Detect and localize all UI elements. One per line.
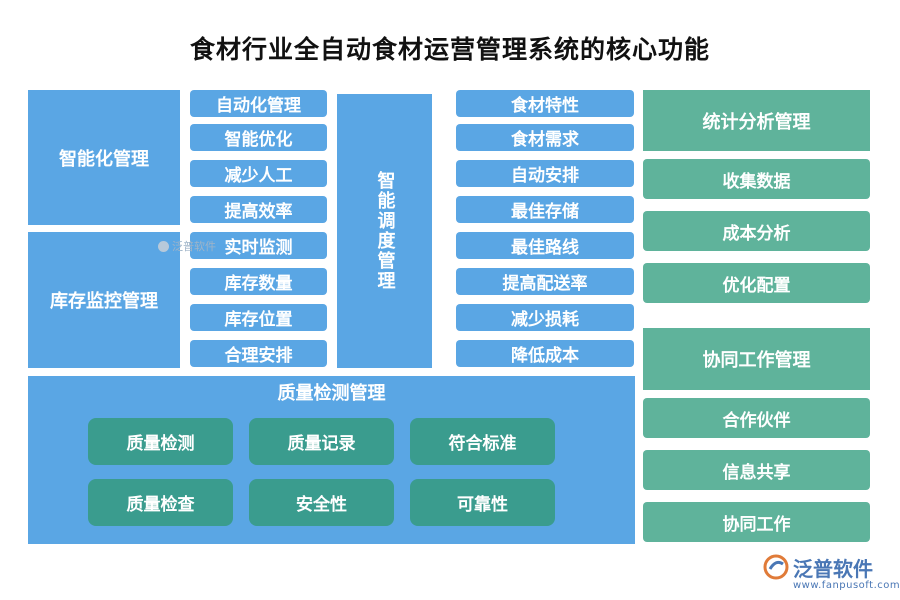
center-item: 自动安排 [456,160,634,187]
section-head-statistics: 统计分析管理 [643,90,870,151]
brand-logo: 泛普软件 www.fanpusoft.com [763,551,900,595]
left-item: 提高效率 [190,196,327,223]
left-item: 自动化管理 [190,90,327,117]
center-item: 最佳存储 [456,196,634,223]
quality-item: 安全性 [249,479,394,526]
quality-item: 质量检测 [88,418,233,465]
group-smart-scheduling: 智能调度管理 [337,94,432,368]
left-item: 库存位置 [190,304,327,331]
quality-item: 可靠性 [410,479,555,526]
right-item: 信息共享 [643,450,870,490]
left-item: 实时监测 [190,232,327,259]
left-item: 库存数量 [190,268,327,295]
group-inventory-monitoring: 库存监控管理 [28,232,180,368]
right-item: 协同工作 [643,502,870,542]
center-item: 降低成本 [456,340,634,367]
watermark: 泛普软件 [158,238,216,254]
center-item: 最佳路线 [456,232,634,259]
brand-logo-url: www.fanpusoft.com [793,580,900,591]
right-item: 合作伙伴 [643,398,870,438]
section-head-collaboration: 协同工作管理 [643,328,870,390]
brand-logo-name: 泛普软件 [793,557,873,581]
quality-item: 质量检查 [88,479,233,526]
watermark-icon [158,240,169,252]
quality-item: 符合标准 [410,418,555,465]
quality-panel-title: 质量检测管理 [277,383,386,404]
center-item: 提高配送率 [456,268,634,295]
left-item: 智能优化 [190,124,327,151]
right-item: 优化配置 [643,263,870,303]
center-item: 食材需求 [456,124,634,151]
brand-logo-icon [763,554,789,580]
group-label: 智能化管理 [59,148,149,170]
group-label: 智能调度管理 [374,171,396,291]
page-title: 食材行业全自动食材运营管理系统的核心功能 [189,35,710,64]
left-item: 减少人工 [190,160,327,187]
right-item: 成本分析 [643,211,870,251]
center-item: 减少损耗 [456,304,634,331]
center-item: 食材特性 [456,90,634,117]
group-label: 库存监控管理 [50,291,158,312]
left-item: 合理安排 [190,340,327,367]
watermark-text: 泛普软件 [172,240,216,253]
group-smart-management: 智能化管理 [28,90,180,225]
right-item: 收集数据 [643,159,870,199]
quality-item: 质量记录 [249,418,394,465]
